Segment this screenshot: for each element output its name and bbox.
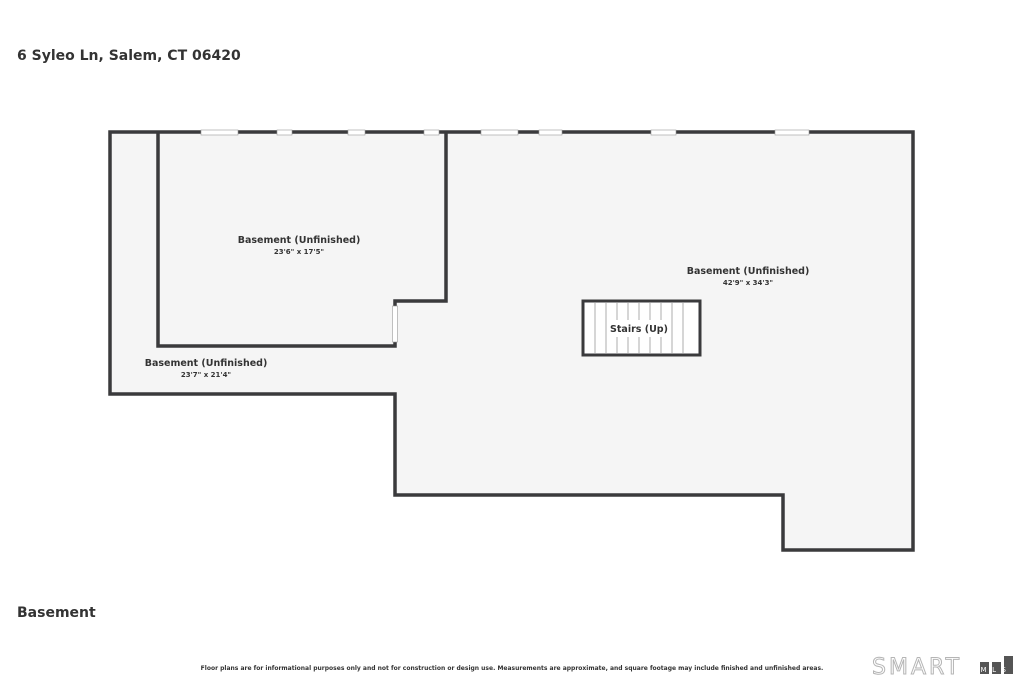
window	[423, 129, 440, 136]
logo-main: SMART	[872, 655, 962, 678]
floor-name: Basement	[17, 605, 96, 621]
window	[276, 129, 293, 136]
room-name: Basement (Unfinished)	[687, 266, 810, 277]
logo-sub: MLS	[981, 666, 1012, 674]
property-address: 6 Syleo Ln, Salem, CT 06420	[17, 48, 241, 64]
windows	[200, 129, 810, 136]
disclaimer: Floor plans are for informational purpos…	[200, 665, 824, 672]
window	[774, 129, 810, 136]
smart-mls-logo: SMART MLS	[872, 655, 1013, 678]
window	[200, 129, 239, 136]
stairs-label: Stairs (Up)	[610, 324, 668, 335]
room-dimensions: 42'9" x 34'3"	[723, 279, 773, 287]
room-dimensions: 23'7" x 21'4"	[181, 371, 231, 379]
room-dimensions: 23'6" x 17'5"	[274, 248, 324, 256]
window	[347, 129, 366, 136]
window	[480, 129, 519, 136]
window	[650, 129, 677, 136]
stairs: Stairs (Up)	[581, 299, 702, 357]
room-name: Basement (Unfinished)	[145, 358, 268, 369]
room-name: Basement (Unfinished)	[238, 235, 361, 246]
window	[538, 129, 563, 136]
door-opening	[392, 305, 398, 343]
basement-outline	[108, 130, 915, 552]
